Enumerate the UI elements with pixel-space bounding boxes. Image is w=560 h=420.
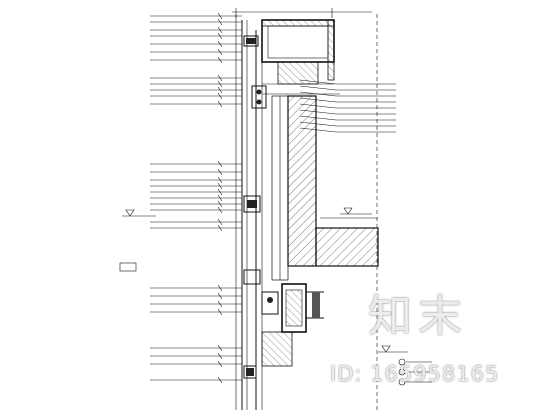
leader-tick <box>217 86 223 94</box>
elevation-marker-bottom <box>378 345 408 353</box>
right-callout-leader <box>299 127 396 133</box>
mullion-lines <box>235 14 378 410</box>
leader-tick <box>217 344 223 352</box>
leader-tick <box>217 168 223 176</box>
leader-tick <box>217 224 223 232</box>
leader-tick <box>217 206 223 214</box>
leader-tick <box>217 352 223 360</box>
right-callout-leader <box>299 97 396 103</box>
section-tag <box>119 262 137 272</box>
lower-steel-section <box>261 283 324 367</box>
leader-tick <box>217 32 223 40</box>
leader-tick <box>217 188 223 196</box>
insulation-block <box>262 61 340 95</box>
right-callout-leader <box>299 91 396 97</box>
connection-brackets <box>243 35 279 379</box>
leader-tick <box>217 218 223 226</box>
leader-tick <box>217 292 223 300</box>
top-dimension <box>232 8 372 18</box>
leader-tick <box>217 360 223 368</box>
leader-tick <box>217 12 223 20</box>
leader-tick <box>217 160 223 168</box>
leader-tick <box>217 40 223 48</box>
right-callout-leader <box>299 79 396 85</box>
leader-tick <box>217 26 223 34</box>
leader-tick <box>217 176 223 184</box>
leader-tick <box>217 92 223 100</box>
leader-tick <box>217 308 223 316</box>
leader-tick <box>217 100 223 108</box>
watermark-logo: 知末 <box>368 291 468 342</box>
right-callout-leader <box>299 85 396 91</box>
right-callout-leader <box>299 121 396 127</box>
right-callout-leaders <box>299 79 396 133</box>
right-callout-leader <box>299 109 396 115</box>
left-callout-leaders <box>150 12 242 384</box>
watermark-id: ID: 165958165 <box>330 362 500 386</box>
concrete-wall <box>271 95 379 281</box>
leader-tick <box>217 284 223 292</box>
leader-tick <box>217 74 223 82</box>
leader-tick <box>217 182 223 190</box>
leader-tick <box>217 194 223 202</box>
leader-tick <box>217 56 223 64</box>
bottom-right-markers <box>398 358 432 386</box>
leader-tick <box>217 18 223 26</box>
leader-tick <box>217 300 223 308</box>
leader-tick <box>217 48 223 56</box>
leader-tick <box>217 200 223 208</box>
leader-tick <box>217 80 223 88</box>
elevation-marker-left <box>122 209 156 217</box>
right-callout-leader <box>299 115 396 121</box>
right-callout-leader <box>299 103 396 109</box>
leader-tick <box>217 376 223 384</box>
elevation-marker-right <box>340 207 372 215</box>
